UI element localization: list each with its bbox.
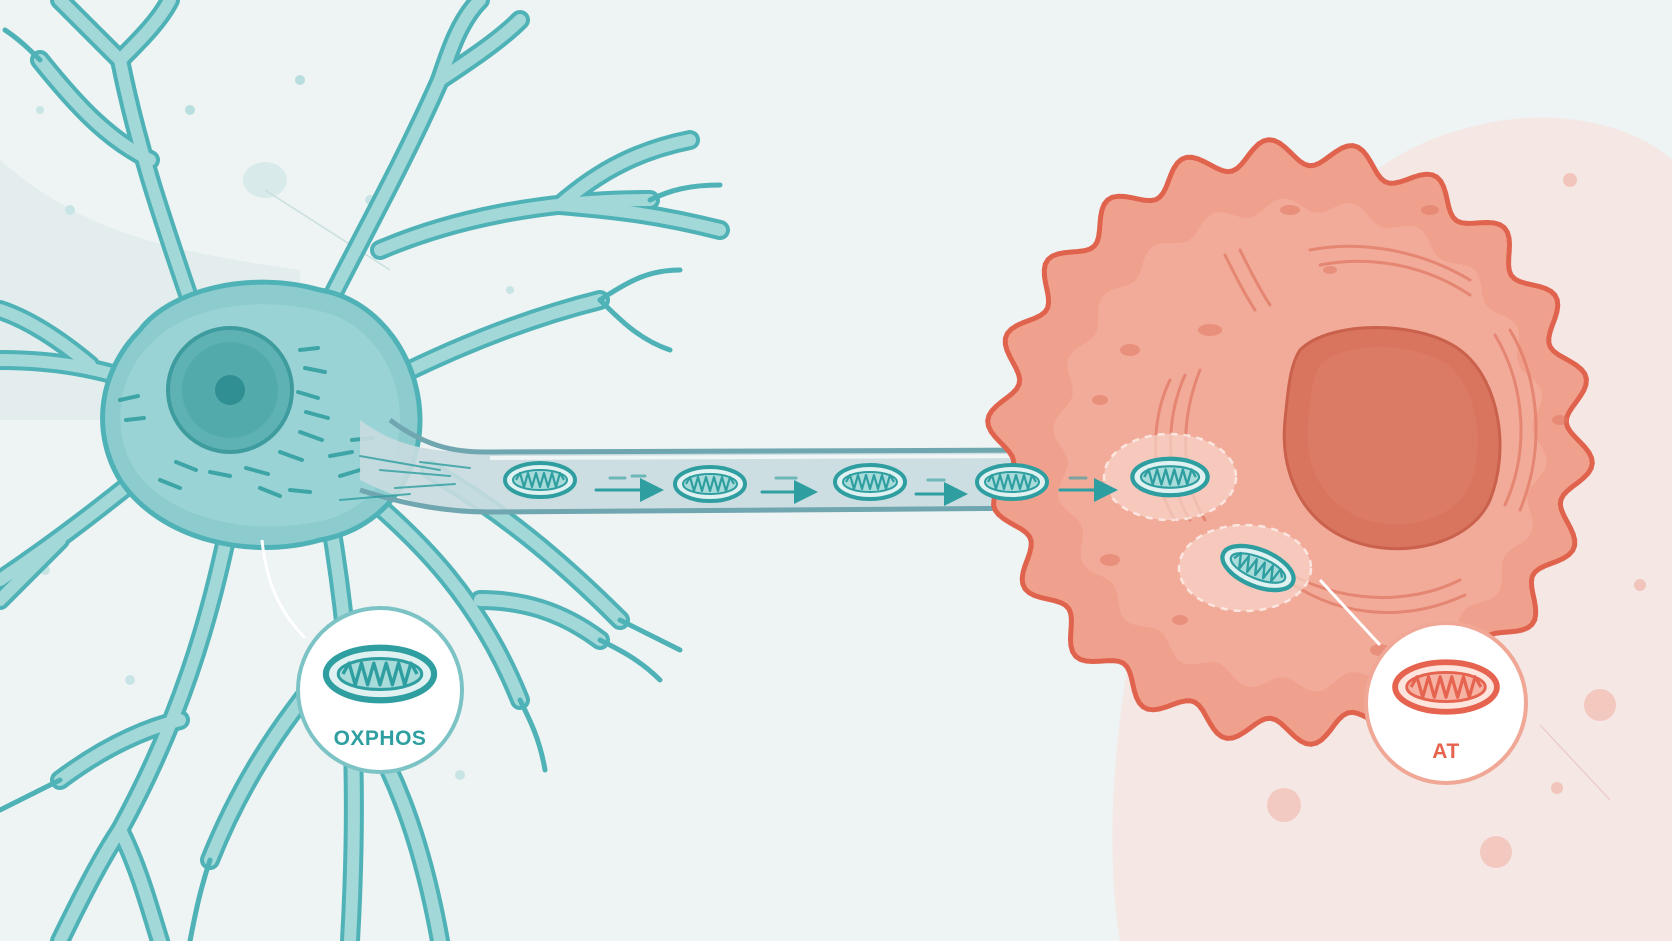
at-callout: AT [1318,578,1528,785]
neuron-organelles [118,346,374,498]
mitochondrion-4 [975,463,1049,501]
mitochondrion-3 [833,463,907,501]
mitochondrion-1 [503,461,577,499]
recipient-cell [985,137,1595,747]
mitochondrion-icon [326,648,434,701]
motion-streaks [339,455,471,501]
mitochondrion-icon [1395,662,1497,711]
neuron [0,0,730,941]
oxphos-label: OXPHOS [334,727,427,750]
mitochondrion-2 [673,465,747,503]
mitochondrion-5 [1132,459,1207,496]
at-label: AT [1432,740,1459,763]
oxphos-callout: OXPHOS [260,539,464,774]
cell-vesicles [1092,205,1568,656]
transfer-arrows [594,474,1118,506]
